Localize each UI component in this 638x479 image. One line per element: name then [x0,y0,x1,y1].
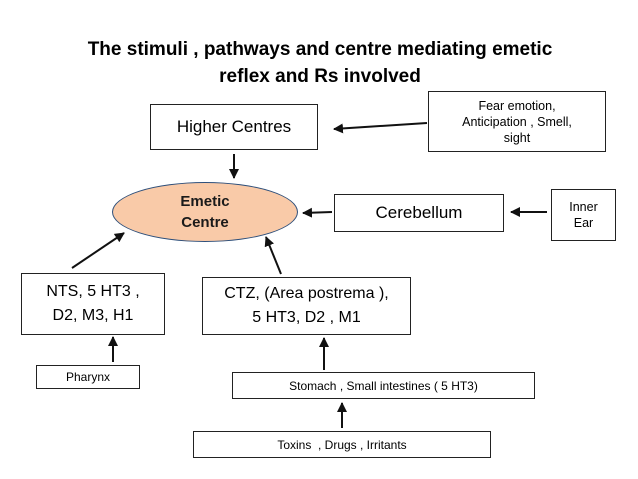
inner-ear-line-1: Inner [569,200,598,214]
inner-ear-line-2: Ear [573,216,594,230]
fear-line-1: Fear emotion, [478,98,556,113]
diagram-title: The stimuli , pathways and centre mediat… [30,36,610,90]
cerebellum-box: Cerebellum [334,194,504,232]
cerebellum-label: Cerebellum [375,203,463,222]
higher-centres-label: Higher Centres [176,117,292,136]
pharynx-label: Pharynx [65,370,111,384]
arrow-cerebellum-to-emetic [302,207,333,218]
stomach-label: Stomach , Small intestines ( 5 HT3) [289,378,478,393]
fear-line-2: Anticipation , Smell, [462,114,572,129]
arrow-ctz-to-emetic [264,236,282,275]
arrow-nts-to-emetic [71,232,125,269]
stomach-box: Stomach , Small intestines ( 5 HT3) [232,372,535,399]
fear-line-3: sight [503,130,531,145]
pharynx-box: Pharynx [36,365,140,389]
ctz-line-1: CTZ, (Area postrema ), [224,285,389,302]
ctz-box: CTZ, (Area postrema ), 5 HT3, D2 , M1 [202,277,411,335]
fear-emotion-box: Fear emotion, Anticipation , Smell, sigh… [428,91,606,152]
nts-line-1: NTS, 5 HT3 , [46,283,140,300]
toxins-label: Toxins , Drugs , Irritants [277,437,407,452]
nts-box: NTS, 5 HT3 , D2, M3, H1 [21,273,165,335]
emetic-line-1: Emetic [180,193,230,210]
toxins-box: Toxins , Drugs , Irritants [193,431,491,458]
emetic-line-2: Centre [181,214,229,231]
title-line-2: reflex and Rs involved [219,66,421,87]
emetic-centre-node: Emetic Centre [112,182,298,242]
higher-centres-box: Higher Centres [150,104,318,150]
inner-ear-box: Inner Ear [551,189,616,241]
nts-line-2: D2, M3, H1 [52,307,134,324]
title-line-1: The stimuli , pathways and centre mediat… [87,39,553,60]
arrow-fear-to-higher [333,122,428,134]
ctz-line-2: 5 HT3, D2 , M1 [252,309,361,326]
